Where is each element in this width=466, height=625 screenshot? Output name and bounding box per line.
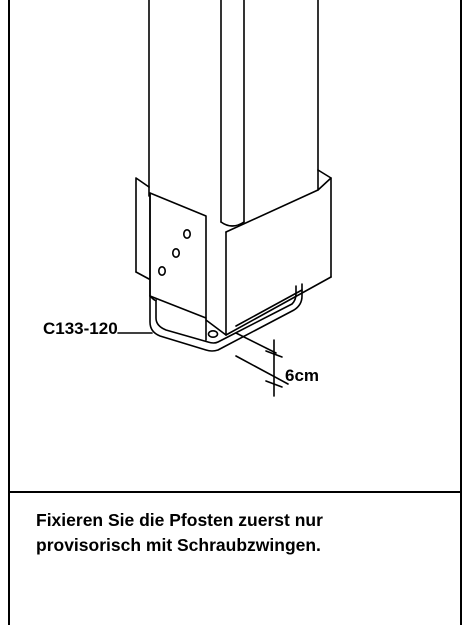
- post-base-block: [135, 169, 332, 336]
- base-bracket: [149, 283, 303, 352]
- instruction-line-1: Fixieren Sie die Pfosten zuerst nur: [36, 510, 323, 530]
- instruction-line-2: provisorisch mit Schraubzwingen.: [36, 535, 321, 555]
- anchor-plate: [149, 192, 207, 319]
- post-shaft: [148, 0, 319, 227]
- frame-border: [8, 0, 462, 625]
- part-number-label: C133-120: [43, 319, 118, 338]
- instruction-text: Fixieren Sie die Pfosten zuerst nur prov…: [36, 508, 456, 558]
- dimension-label: 6cm: [285, 366, 320, 385]
- dimension-lines: [235, 332, 289, 397]
